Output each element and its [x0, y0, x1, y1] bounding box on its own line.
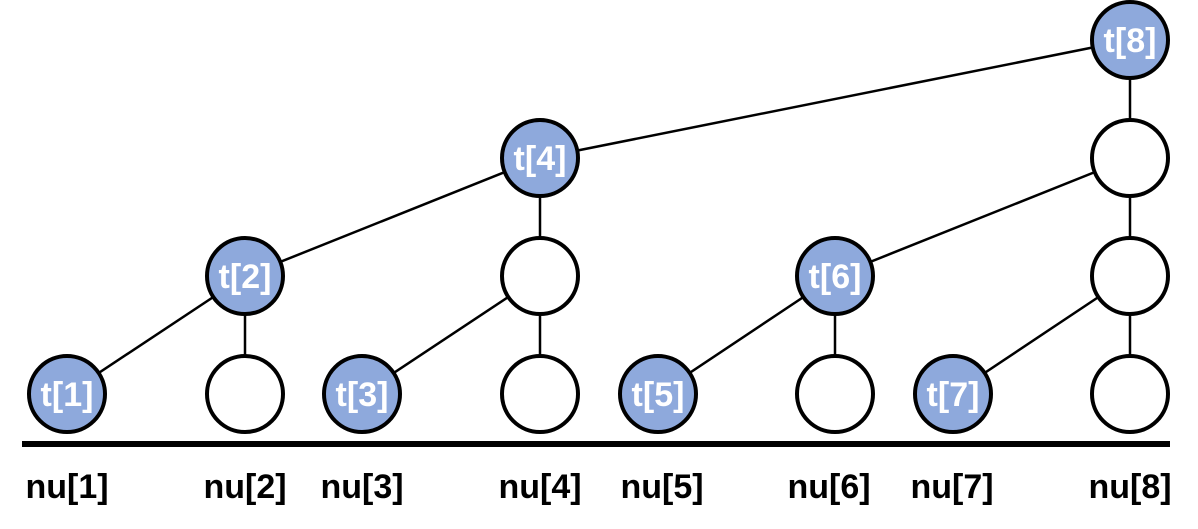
tree-node-t4: t[4]: [500, 118, 580, 198]
node-circle: [913, 354, 993, 434]
tree-node-e8c: [1090, 118, 1170, 198]
node-circle: [1090, 0, 1170, 80]
edge-t2-t4: [244, 156, 541, 278]
node-label: t[4]: [514, 140, 567, 178]
node-label: t[1]: [41, 376, 94, 414]
edge-t6-e8c: [834, 156, 1131, 278]
node-circle: [322, 354, 402, 434]
tree-node-t7: t[7]: [913, 354, 993, 434]
axis-label-nu-3: nu[3]: [320, 468, 403, 506]
axis-label-nu-2: nu[2]: [203, 468, 286, 506]
axis-label-nu-6: nu[6]: [787, 468, 870, 506]
node-circle: [795, 354, 875, 434]
axis-label-nu-1: nu[1]: [25, 468, 108, 506]
tree-node-t3: t[3]: [322, 354, 402, 434]
tree-node-t8: t[8]: [1090, 0, 1170, 80]
node-circle: [618, 354, 698, 434]
tree-node-t5: t[5]: [618, 354, 698, 434]
node-circle: [1090, 354, 1170, 434]
tree-node-e4b: [500, 236, 580, 316]
tree-node-t6: t[6]: [795, 236, 875, 316]
tree-node-e8: [1090, 354, 1170, 434]
node-circle: [27, 354, 107, 434]
node-label: t[5]: [632, 376, 685, 414]
node-circle: [205, 236, 285, 316]
node-circle: [500, 354, 580, 434]
nodes-layer: t[1] t[3] t[5] t[7] t[2] t[6] t[4] t[8]: [27, 0, 1170, 434]
axis-label-nu-8: nu[8]: [1088, 468, 1171, 506]
node-label: t[7]: [927, 376, 980, 414]
node-label: t[2]: [219, 258, 272, 296]
tree-node-e6: [795, 354, 875, 434]
node-circle: [205, 354, 285, 434]
node-label: t[3]: [336, 376, 389, 414]
node-label: t[6]: [809, 258, 862, 296]
edges-layer: [66, 38, 1132, 396]
node-label: t[8]: [1104, 22, 1157, 60]
tree-node-e8b: [1090, 236, 1170, 316]
tree-node-e4: [500, 354, 580, 434]
node-circle: [1090, 236, 1170, 316]
node-circle: [795, 236, 875, 316]
tree-node-t1: t[1]: [27, 354, 107, 434]
axis-label-nu-7: nu[7]: [910, 468, 993, 506]
axis-label-nu-4: nu[4]: [498, 468, 581, 506]
node-circle: [500, 118, 580, 198]
node-circle: [1090, 118, 1170, 198]
tree-node-e2: [205, 354, 285, 434]
node-circle: [500, 236, 580, 316]
tree-node-t2: t[2]: [205, 236, 285, 316]
edge-t4-t8: [539, 38, 1131, 160]
axis-labels-layer: nu[1] nu[2] nu[3] nu[4] nu[5] nu[6] nu[7] nu[8]: [25, 468, 1171, 506]
axis-label-nu-5: nu[5]: [620, 468, 703, 506]
